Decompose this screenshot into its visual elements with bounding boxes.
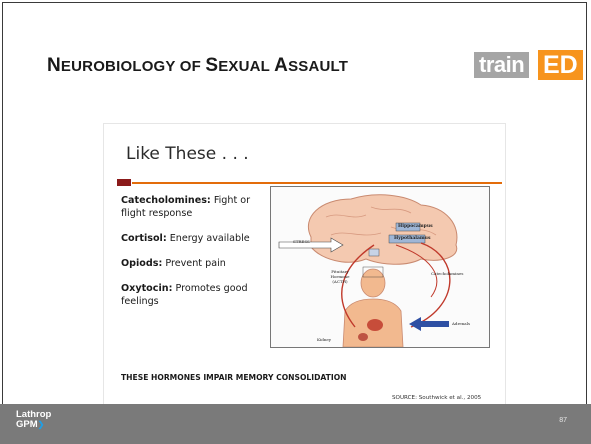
title-initial-3: S bbox=[205, 55, 218, 76]
inner-orange-rule bbox=[132, 182, 502, 184]
trained-logo: train ED bbox=[470, 50, 582, 84]
lathrop-gpm-logo: Lathrop GPM❯ bbox=[16, 410, 51, 430]
adrenal-arrow bbox=[409, 317, 449, 331]
item-term: Cortisol: bbox=[121, 233, 167, 244]
label-catecholamines: Catecholamines bbox=[431, 271, 463, 276]
title-rest-2: OF bbox=[175, 58, 205, 75]
inner-slide-image: Like These . . . Catecholomines: Fight o… bbox=[104, 124, 505, 404]
inner-footer-note: THESE HORMONES IMPAIR MEMORY CONSOLIDATI… bbox=[121, 373, 347, 382]
item-term: Opiods: bbox=[121, 258, 162, 269]
head-shape bbox=[361, 269, 385, 297]
item-term: Oxytocin: bbox=[121, 283, 172, 294]
logo-suffix: ED bbox=[538, 50, 583, 80]
title-rest-5: SSAULT bbox=[288, 58, 348, 75]
list-item: Catecholomines: Fight or flight response bbox=[121, 194, 266, 220]
brain-shape bbox=[308, 195, 457, 265]
label-adrenals: Adrenals bbox=[452, 321, 470, 326]
inner-heading: Like These . . . bbox=[126, 144, 249, 164]
brand-line-2: GPM bbox=[16, 419, 38, 430]
pituitary-box bbox=[369, 249, 379, 256]
item-desc: Prevent pain bbox=[162, 258, 226, 269]
footer-bar: Lathrop GPM❯ 87 bbox=[0, 404, 591, 444]
label-stress: STRESS bbox=[293, 239, 310, 244]
title-initial-5: A bbox=[274, 55, 288, 76]
title-rest-3: EXUAL bbox=[218, 58, 270, 75]
title-rest-1: EUROBIOLOGY bbox=[61, 58, 175, 75]
page-number: 87 bbox=[559, 417, 567, 424]
list-item: Opiods: Prevent pain bbox=[121, 257, 266, 270]
label-hippocampus: Hippocampus bbox=[398, 224, 433, 229]
source-citation: SOURCE: Southwick et al., 2005 bbox=[392, 395, 481, 401]
list-item: Cortisol: Energy available bbox=[121, 232, 266, 245]
item-desc: Energy available bbox=[167, 233, 250, 244]
label-pituitary: Pituitary Hormone (ACTH) bbox=[323, 269, 357, 284]
inner-red-bar bbox=[117, 179, 131, 186]
list-item: Oxytocin: Promotes good feelings bbox=[121, 282, 266, 308]
label-kidney: Kidney bbox=[317, 337, 331, 342]
label-hypothalamus: Hypothalamus bbox=[394, 236, 430, 241]
brand-arrow-icon: ❯ bbox=[38, 420, 45, 429]
hormone-list: Catecholomines: Fight or flight response… bbox=[121, 194, 266, 320]
title-initial-1: N bbox=[47, 55, 61, 76]
slide-title: NEUROBIOLOGY OF SEXUAL ASSAULT bbox=[47, 55, 348, 77]
stress-hormone-diagram: STRESS Hippocampus Hypothalamus Pituitar… bbox=[270, 186, 490, 348]
logo-word: train bbox=[474, 52, 529, 78]
item-term: Catecholomines: bbox=[121, 195, 211, 206]
